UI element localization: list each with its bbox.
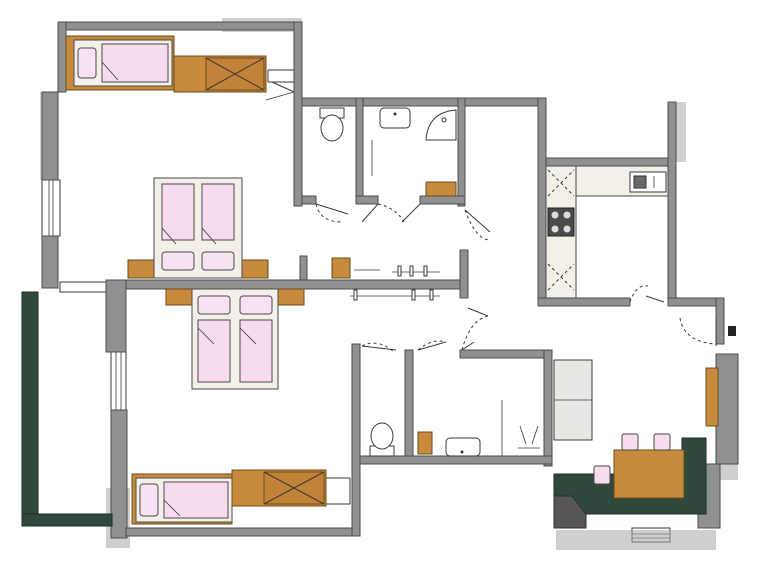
wall-top-bedroom-left bbox=[57, 21, 67, 93]
top-bedroom-furniture bbox=[65, 35, 267, 93]
lower-wc bbox=[369, 422, 395, 457]
door-corridor-upper[interactable] bbox=[464, 209, 491, 241]
door-corridor-lower[interactable] bbox=[461, 307, 489, 351]
door-wc-upper[interactable] bbox=[315, 203, 349, 223]
wall-top-bedroom-top bbox=[57, 21, 303, 31]
door-top-bedroom[interactable] bbox=[265, 81, 295, 101]
side-table bbox=[705, 367, 719, 427]
wall-top-bedroom-right bbox=[293, 21, 303, 207]
sink-upper bbox=[379, 107, 411, 129]
living-area bbox=[553, 359, 719, 529]
window-left-middle bbox=[110, 351, 127, 411]
upper-wc bbox=[319, 107, 345, 142]
door-kitchen[interactable] bbox=[629, 285, 665, 303]
wall-kitchen-top bbox=[545, 157, 677, 167]
walls bbox=[21, 21, 739, 539]
wall-left-outer-upper bbox=[41, 91, 59, 181]
bottom-bedroom-furniture bbox=[131, 469, 327, 525]
single-bed-sheet bbox=[101, 43, 169, 83]
wall-bath-upper-top bbox=[301, 97, 545, 107]
chair-right bbox=[653, 433, 671, 451]
doors bbox=[265, 81, 736, 353]
window-bottom-bedroom bbox=[325, 477, 351, 505]
bench-corner-end bbox=[553, 495, 587, 529]
window-left-link bbox=[59, 281, 109, 293]
wall-bottom-bedroom-bottom bbox=[125, 527, 361, 537]
wall-central-corridor bbox=[105, 279, 469, 290]
door-wc-lower[interactable] bbox=[361, 342, 397, 353]
lower-double-bed bbox=[165, 288, 305, 390]
upper-bathroom bbox=[371, 107, 457, 197]
window-top-right-small bbox=[267, 69, 297, 83]
wall-bath-lower-top bbox=[459, 349, 553, 359]
chair-side bbox=[593, 465, 611, 485]
upper-double-bed bbox=[127, 177, 269, 279]
lower-bathroom bbox=[417, 400, 540, 457]
corridor-closet bbox=[331, 257, 440, 301]
door-bath-upper[interactable] bbox=[361, 203, 421, 223]
door-entrance[interactable] bbox=[679, 317, 736, 346]
stove bbox=[547, 207, 575, 237]
wall-left-room-left bbox=[105, 279, 127, 353]
wall-green-left bbox=[21, 291, 39, 527]
dining-table bbox=[613, 449, 685, 499]
chair-left bbox=[621, 433, 639, 451]
window-left-upper bbox=[41, 179, 61, 237]
sink-lower bbox=[445, 437, 481, 457]
door-bath-lower[interactable] bbox=[417, 340, 447, 351]
kitchen bbox=[545, 165, 669, 299]
